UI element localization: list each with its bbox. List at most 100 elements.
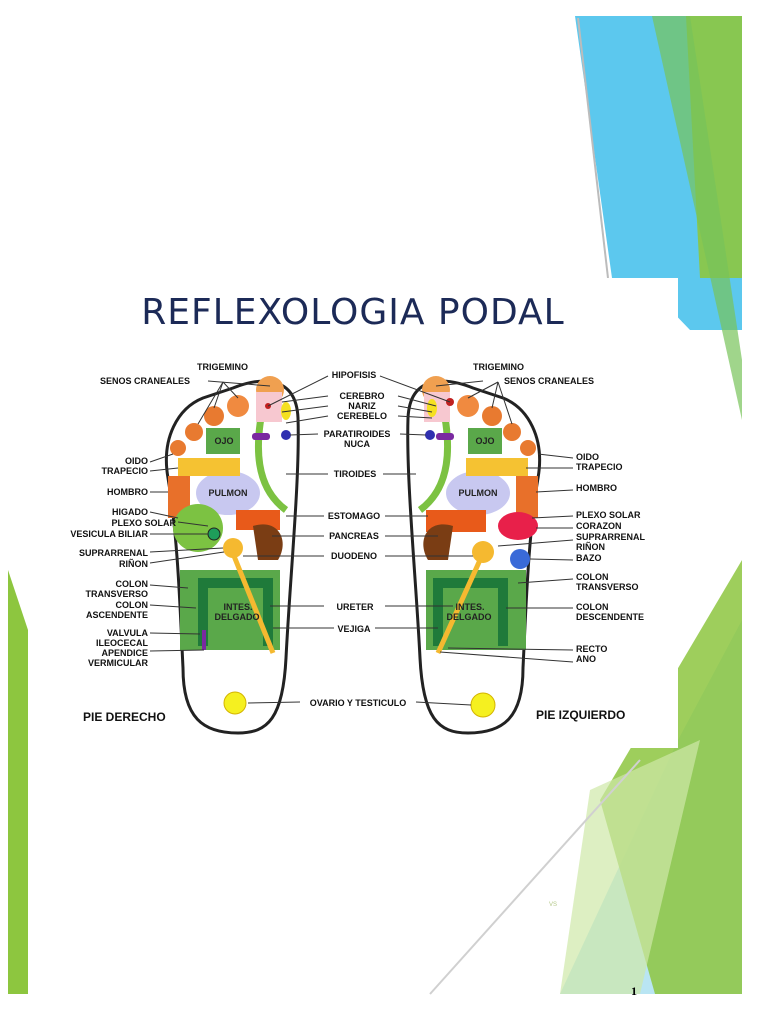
label-cerebelo: CEREBELO (336, 411, 387, 421)
right-toe-4 (185, 423, 203, 441)
leader-lines (149, 375, 574, 706)
diagram-title: REFLEXOLOGIA PODAL (141, 292, 565, 333)
green-stripe-mid (652, 16, 742, 420)
label-suprarrenal-right: SUPRARRENAL (78, 548, 148, 558)
label-colon-transverso-left: COLON (576, 572, 609, 582)
label-apendice: APENDICE (101, 648, 148, 658)
leader-line (149, 551, 225, 564)
label-trigemino-left: TRIGEMINO (473, 362, 524, 372)
label-vesicula-biliar: VESICULA BILIAR (70, 529, 148, 539)
zone-label-intes-right: INTES. (223, 602, 253, 612)
leader-line (247, 701, 301, 704)
right-pancreas-zone (253, 524, 283, 560)
label-rinon-left: RIÑON (576, 542, 605, 552)
label-hombro-right: HOMBRO (107, 487, 148, 497)
leader-line (149, 547, 224, 553)
zone-label-delgado-left: DELGADO (446, 612, 492, 622)
label-estomago: ESTOMAGO (327, 511, 381, 521)
label-vejiga: VEJIGA (337, 624, 371, 634)
label-colon-transverso-right: COLON (115, 579, 149, 589)
left-ureter-line (435, 558, 483, 655)
left-tiroides (436, 433, 454, 440)
leader-line (222, 381, 239, 399)
leader-line (149, 453, 174, 463)
label-nariz: NARIZ (348, 401, 376, 411)
zone-label-intes-left: INTES. (455, 602, 485, 612)
leader-line (497, 539, 574, 547)
leader-line (537, 453, 574, 459)
leader-line (197, 381, 224, 425)
left-trapecio-zone (466, 458, 528, 476)
leader-line (529, 558, 574, 561)
leader-line (415, 701, 472, 706)
label-cerebro: CEREBRO (339, 391, 385, 401)
label-higado: HIGADO (112, 507, 148, 517)
grey-line-lower (429, 759, 641, 995)
right-trapecio-zone (178, 458, 240, 476)
leader-line (207, 380, 271, 387)
right-toe-5 (170, 440, 186, 456)
leader-line (439, 651, 574, 663)
left-shoulder-zone (516, 476, 538, 518)
leader-line (491, 381, 499, 409)
right-toe-3 (204, 406, 224, 426)
label-plexo-solar-right: PLEXO SOLAR (111, 518, 176, 528)
label-transverso-right: TRANSVERSO (85, 589, 148, 599)
reflexology-diagram: REFLEXOLOGIA PODAL (28, 278, 678, 748)
label-trapecio-left: TRAPECIO (576, 462, 623, 472)
label-hombro-left: HOMBRO (576, 483, 617, 493)
leader-line (281, 395, 329, 403)
pale-green-lower (560, 740, 700, 994)
leader-line (399, 433, 427, 436)
right-pulmon-zone (196, 471, 260, 515)
leader-line (149, 584, 189, 589)
right-tiroides (252, 433, 270, 440)
left-paratiroides (427, 399, 437, 417)
label-ovario-testiculo: OVARIO Y TESTICULO (309, 698, 407, 708)
zone-label-pulmon-right: PULMON (208, 488, 248, 498)
right-colon-path (198, 578, 273, 646)
left-kidney (472, 541, 494, 563)
label-trapecio-right: TRAPECIO (101, 466, 148, 476)
left-toe-4 (503, 423, 521, 441)
label-bazo: BAZO (576, 553, 602, 563)
right-ojo-zone (206, 428, 240, 454)
label-ureter: URETER (336, 602, 374, 612)
right-foot (164, 376, 300, 735)
leader-line (447, 647, 574, 651)
left-foot (406, 376, 542, 735)
leader-line (267, 375, 329, 407)
green-left-accent (8, 570, 28, 994)
right-stomach-zone (236, 510, 280, 530)
caption-pie-izquierdo: PIE IZQUIERDO (536, 708, 626, 722)
slide-watermark: VS (549, 902, 558, 908)
label-corazon: CORAZON (576, 521, 622, 531)
label-paratiroides: PARATIROIDES (323, 429, 391, 439)
label-oido-right: OIDO (124, 456, 148, 466)
zone-label-ojo-right: OJO (214, 436, 234, 446)
leader-line (149, 649, 205, 652)
leader-line (397, 415, 433, 419)
label-ascendente: ASCENDENTE (85, 610, 148, 620)
page-number: 1 (631, 984, 637, 998)
leader-line (289, 433, 319, 436)
leader-line (467, 381, 499, 399)
leader-line (535, 489, 574, 493)
left-ovary (470, 692, 496, 718)
leader-line (177, 521, 209, 527)
leader-line (281, 405, 329, 413)
left-toe-2 (457, 395, 479, 417)
label-rinon-right: RIÑON (119, 559, 148, 569)
leader-line (213, 381, 224, 409)
right-kidney (223, 538, 243, 558)
leader-line (397, 405, 433, 413)
left-heart-zone (498, 512, 538, 540)
label-trigemino-right: TRIGEMINO (197, 362, 248, 372)
left-pulmon-zone (446, 471, 510, 515)
label-ano: ANO (576, 654, 596, 664)
zone-label-pulmon-left: PULMON (458, 488, 498, 498)
label-recto: RECTO (576, 644, 608, 654)
left-pancreas-zone (423, 524, 453, 560)
